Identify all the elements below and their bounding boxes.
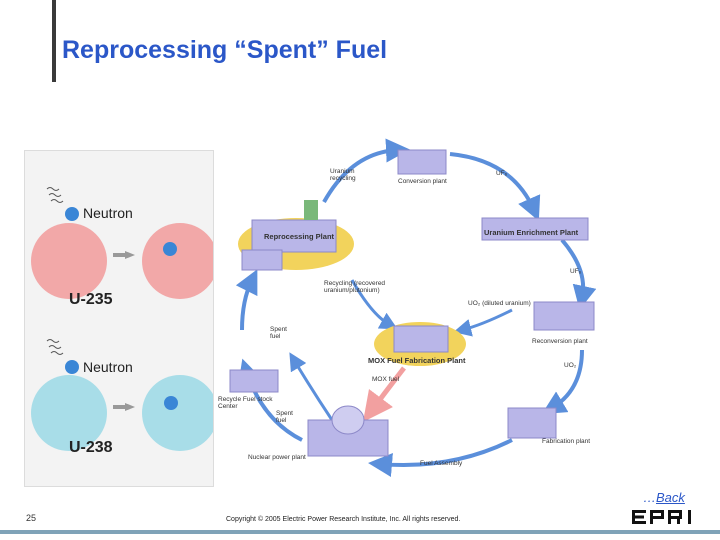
- slide-title: Reprocessing “Spent” Fuel: [62, 36, 388, 64]
- cycle-arrow: [453, 308, 513, 337]
- fuel-assembly-label: Fuel Assembly: [420, 460, 463, 467]
- uo2-label: UO₂: [564, 362, 577, 369]
- neutron-particle: [65, 207, 79, 221]
- fuel-cycle-graphic: [229, 138, 597, 477]
- neutron-particle: [65, 360, 79, 374]
- fission-graphic: [31, 187, 218, 451]
- neutron-label: Neutron: [83, 359, 133, 375]
- cycle-arrow: [322, 138, 410, 203]
- cycle-arrow: [350, 279, 398, 330]
- reprocessing-plant-label: Reprocessing Plant: [264, 232, 335, 241]
- reprocessing-building: [251, 219, 337, 253]
- mox-plant-label: MOX Fuel Fabrication Plant: [368, 356, 466, 365]
- arrow-icon: [125, 403, 135, 411]
- page-number: 25: [26, 513, 37, 523]
- u235-nucleus: [31, 223, 107, 299]
- mox-building: [393, 325, 449, 353]
- mox-fuel-label: MOX fuel: [372, 376, 400, 383]
- back-link-text[interactable]: Back: [656, 490, 685, 505]
- fabrication-building: [507, 407, 557, 439]
- spent-fuel-label: Spent fuel: [270, 326, 287, 340]
- copyright-notice: Copyright © 2005 Electric Power Research…: [226, 516, 461, 523]
- uo2-note-label: UO₂ (diluted uranium): [468, 300, 531, 307]
- reconversion-building: [533, 301, 595, 331]
- nuclear-power-plant-label: Nuclear power plant: [248, 454, 306, 461]
- u238-nucleus-absorbed: [142, 375, 218, 451]
- fuel-cycle-diagram: Reprocessing Plant Uranium recycling Con…: [212, 120, 620, 488]
- conversion-plant-label: Conversion plant: [398, 178, 447, 185]
- cycle-arrow: [449, 152, 541, 221]
- cycle-arrow: [560, 238, 597, 310]
- arrow-icon: [125, 251, 135, 259]
- back-link[interactable]: …Back: [643, 490, 685, 505]
- conversion-building: [397, 149, 447, 175]
- uf6-label: UF₆: [496, 170, 508, 177]
- recycle-fuel-center-building: [229, 369, 279, 393]
- isotope-label-u235: U-235: [69, 291, 113, 308]
- uf6-label: UF₆: [570, 268, 582, 275]
- reprocessing-annex: [241, 249, 283, 271]
- u235-nucleus-absorbed: [142, 223, 218, 299]
- fabrication-plant-label: Fabrication plant: [542, 438, 591, 445]
- isotope-label-u238: U-238: [69, 439, 113, 456]
- spent-fuel-label: Spent fuel: [276, 410, 293, 424]
- fission-illustration: Neutron U-235 Neutron U-238: [24, 150, 218, 487]
- enrichment-building: [481, 217, 589, 241]
- enrichment-plant-label: Uranium Enrichment Plant: [484, 228, 579, 237]
- recycling-note-label: Recycling (recovered uranium/plutonium): [324, 280, 386, 294]
- mox-arrow: [362, 366, 406, 422]
- reconversion-plant-label: Reconversion plant: [532, 338, 588, 345]
- title-accent-bar: [52, 0, 56, 82]
- cycle-arrow: [541, 349, 584, 415]
- epri-logo: [632, 510, 691, 524]
- neutron-label: Neutron: [83, 205, 133, 221]
- back-prefix: …: [643, 490, 656, 505]
- uranium-recycling-label: Uranium recycling: [330, 168, 356, 182]
- recycle-fuel-center-label: Recycle Fuel stock Center: [218, 396, 273, 410]
- cycle-arrow: [289, 352, 334, 421]
- cycle-arrow: [235, 269, 258, 331]
- cycle-arrow: [368, 438, 513, 477]
- footer-divider: [0, 530, 720, 534]
- u238-nucleus: [31, 375, 107, 451]
- neutron-wave-icon: [46, 339, 64, 355]
- neutron-wave-icon: [46, 187, 64, 203]
